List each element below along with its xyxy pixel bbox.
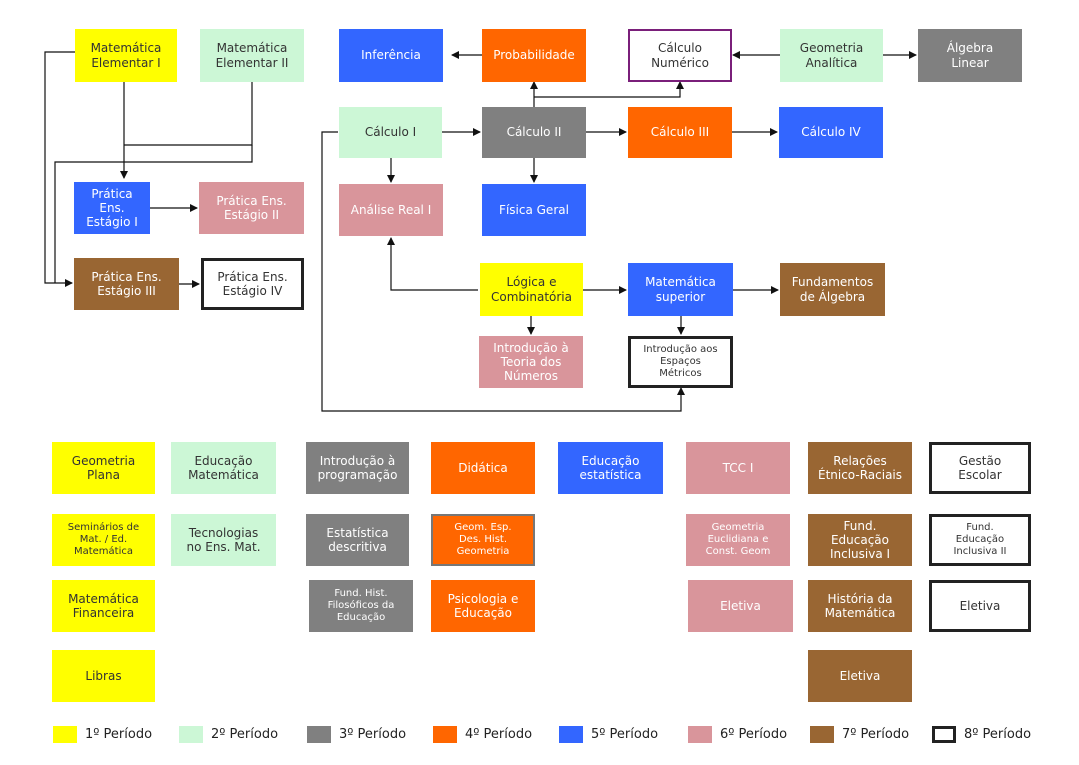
- course-historia-matematica: História da Matemática: [808, 580, 912, 632]
- arrow-elem2-pratica3: [54, 145, 253, 283]
- course-relacoes-etnico-raciais: Relações Étnico-Raciais: [808, 442, 912, 494]
- course-calculo-numerico: Cálculo Numérico: [628, 29, 732, 82]
- arrow-elem2-pratica1: [124, 82, 253, 146]
- course-psicologia-educacao: Psicologia e Educação: [431, 580, 535, 632]
- legend-swatch-period-4: [433, 726, 457, 743]
- course-probabilidade: Probabilidade: [482, 29, 586, 82]
- course-fund-educacao-inclusiva-2: Fund. Educação Inclusiva II: [929, 514, 1031, 566]
- arrow-elem1-pratica3: [44, 51, 75, 287]
- course-tecnologias-ensino: Tecnologias no Ens. Mat.: [171, 514, 276, 566]
- course-geometria-analitica: Geometria Analítica: [780, 29, 883, 82]
- course-fundamentos-algebra: Fundamentos de Álgebra: [780, 263, 885, 316]
- legend-swatch-period-1: [53, 726, 77, 743]
- arrow-calc1-espacos: [321, 131, 685, 412]
- arrow-calc2-calcnum: [534, 81, 684, 98]
- legend-swatch-period-6: [688, 726, 712, 743]
- legend-period-5: 5º Período: [559, 726, 658, 743]
- legend-period-8: 8º Período: [932, 726, 1031, 743]
- course-geom-esp-des-hist: Geom. Esp. Des. Hist. Geometria: [431, 514, 535, 566]
- course-calculo-2: Cálculo II: [482, 107, 586, 158]
- legend-label: 4º Período: [465, 727, 533, 742]
- course-pratica-estagio-2: Prática Ens. Estágio II: [199, 182, 304, 234]
- course-introducao-espacos-metricos: Introdução aos Espaços Métricos: [628, 336, 733, 388]
- course-tcc-1: TCC I: [686, 442, 790, 494]
- legend-label: 6º Período: [720, 727, 788, 742]
- course-eletiva-6: Eletiva: [688, 580, 793, 632]
- arrow-logica-analise: [387, 237, 478, 291]
- course-fund-hist-filosoficos: Fund. Hist. Filosóficos da Educação: [309, 580, 413, 632]
- legend-period-6: 6º Período: [688, 726, 787, 743]
- course-calculo-1: Cálculo I: [339, 107, 442, 158]
- course-educacao-estatistica: Educação estatística: [558, 442, 663, 494]
- course-eletiva-8: Eletiva: [929, 580, 1031, 632]
- legend-swatch-period-5: [559, 726, 583, 743]
- course-educacao-matematica: Educação Matemática: [171, 442, 276, 494]
- course-fisica-geral: Física Geral: [482, 184, 586, 236]
- course-pratica-estagio-4: Prática Ens. Estágio IV: [201, 258, 304, 310]
- course-pratica-estagio-1: Prática Ens. Estágio I: [74, 182, 150, 234]
- legend-label: 1º Período: [85, 727, 153, 742]
- legend-label: 5º Período: [591, 727, 659, 742]
- course-seminarios: Seminários de Mat. / Ed. Matemática: [52, 514, 155, 566]
- course-eletiva-7: Eletiva: [808, 650, 912, 702]
- legend-label: 3º Período: [339, 727, 407, 742]
- legend-period-4: 4º Período: [433, 726, 532, 743]
- legend-period-1: 1º Período: [53, 726, 152, 743]
- course-matematica-elementar-1: Matemática Elementar I: [75, 29, 177, 82]
- legend-label: 8º Período: [964, 727, 1032, 742]
- course-libras: Libras: [52, 650, 155, 702]
- legend-period-2: 2º Período: [179, 726, 278, 743]
- course-calculo-4: Cálculo IV: [779, 107, 883, 158]
- legend-period-7: 7º Período: [810, 726, 909, 743]
- course-matematica-superior: Matemática superior: [628, 263, 733, 316]
- course-introducao-programacao: Introdução à programação: [306, 442, 409, 494]
- legend-label: 7º Período: [842, 727, 910, 742]
- course-pratica-estagio-3: Prática Ens. Estágio III: [74, 258, 179, 310]
- course-fund-educacao-inclusiva-1: Fund. Educação Inclusiva I: [808, 514, 912, 566]
- legend-swatch-period-7: [810, 726, 834, 743]
- legend-swatch-period-8: [932, 726, 956, 743]
- course-calculo-3: Cálculo III: [628, 107, 732, 158]
- course-introducao-teoria-numeros: Introdução à Teoria dos Números: [479, 336, 583, 388]
- course-algebra-linear: Álgebra Linear: [918, 29, 1022, 82]
- legend-label: 2º Período: [211, 727, 279, 742]
- course-estatistica-descritiva: Estatística descritiva: [306, 514, 409, 566]
- legend-period-3: 3º Período: [307, 726, 406, 743]
- course-geometria-plana: Geometria Plana: [52, 442, 155, 494]
- course-matematica-elementar-2: Matemática Elementar II: [200, 29, 304, 82]
- course-analise-real-1: Análise Real I: [339, 184, 443, 236]
- course-didatica: Didática: [431, 442, 535, 494]
- course-inferencia: Inferência: [339, 29, 443, 82]
- course-matematica-financeira: Matemática Financeira: [52, 580, 155, 632]
- legend-swatch-period-3: [307, 726, 331, 743]
- course-gestao-escolar: Gestão Escolar: [929, 442, 1031, 494]
- course-logica-combinatoria: Lógica e Combinatória: [480, 263, 583, 316]
- course-geometria-euclidiana: Geometria Euclidiana e Const. Geom: [686, 514, 790, 566]
- legend-swatch-period-2: [179, 726, 203, 743]
